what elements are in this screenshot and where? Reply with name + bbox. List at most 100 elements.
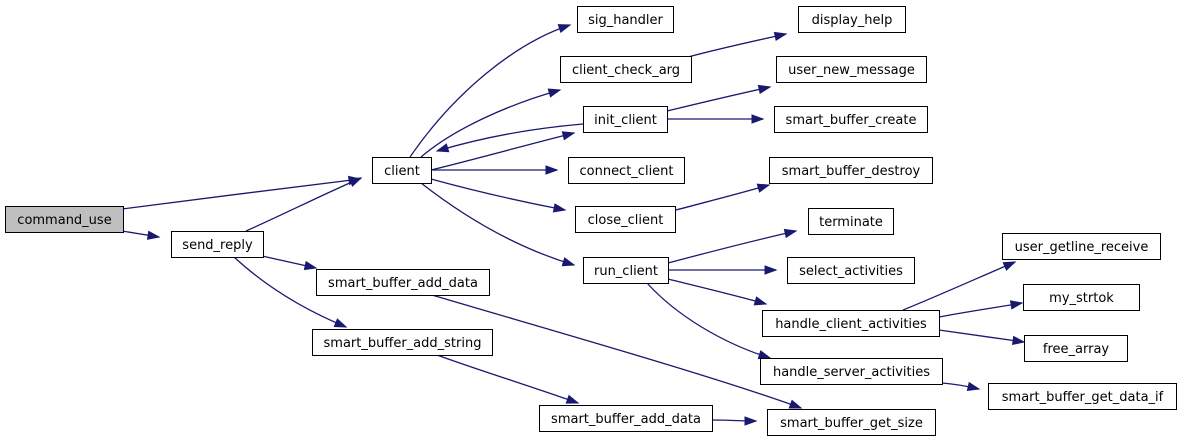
edge-arrowhead: [561, 131, 576, 141]
node-box[interactable]: [760, 358, 943, 385]
edge-line: [687, 33, 787, 58]
edge-close_client-to-smart_buffer_destroy: [675, 183, 771, 211]
edge-smart_buffer_add_data_2-to-smart_buffer_get_size: [711, 416, 758, 426]
node-smart-buffer-get-size[interactable]: smart_buffer_get_size: [767, 409, 936, 436]
node-box[interactable]: [5, 206, 124, 233]
node-box[interactable]: [577, 6, 674, 33]
node-box[interactable]: [312, 329, 493, 356]
node-terminate[interactable]: terminate: [808, 208, 894, 235]
edge-arrowhead: [773, 31, 788, 42]
edge-line: [430, 178, 566, 211]
node-label: display_help: [812, 13, 893, 28]
edge-arrowhead: [788, 399, 803, 409]
edge-line: [902, 261, 1016, 311]
node-my-strtok[interactable]: my_strtok: [1023, 284, 1140, 311]
node-label: client: [384, 164, 420, 179]
node-smart-buffer-add-string[interactable]: smart_buffer_add_string: [312, 329, 493, 356]
edge-client-to-run_client: [420, 182, 576, 267]
edge-smart_buffer_add_string-to-smart_buffer_add_data_2: [436, 354, 580, 404]
node-label: run_client: [594, 264, 658, 279]
node-box[interactable]: [808, 208, 894, 235]
node-box[interactable]: [372, 157, 432, 184]
node-smart-buffer-add-data-2[interactable]: smart_buffer_add_data: [539, 405, 713, 432]
edge-arrowhead: [966, 381, 981, 392]
node-box[interactable]: [1023, 284, 1140, 311]
node-box[interactable]: [560, 56, 692, 83]
node-box[interactable]: [1002, 233, 1161, 260]
node-smart-buffer-add-data-1[interactable]: smart_buffer_add_data: [316, 269, 490, 296]
edge-client-to-init_client: [430, 131, 576, 171]
edge-init_client-to-smart_buffer_create: [666, 114, 765, 124]
edge-line: [667, 230, 797, 264]
node-label: command_use: [17, 213, 111, 228]
edge-run_client-to-handle_client_activities: [667, 278, 768, 306]
node-box[interactable]: [767, 409, 936, 436]
edge-line: [409, 24, 571, 158]
node-box[interactable]: [762, 310, 940, 337]
edge-arrowhead: [1002, 261, 1017, 271]
edge-arrowhead: [757, 350, 772, 360]
node-box[interactable]: [583, 257, 669, 284]
node-box[interactable]: [769, 157, 933, 184]
node-init-client[interactable]: init_client: [583, 106, 668, 133]
node-user-new-message[interactable]: user_new_message: [776, 56, 927, 83]
node-smart-buffer-create[interactable]: smart_buffer_create: [774, 106, 928, 133]
node-box[interactable]: [787, 257, 915, 284]
edge-handle_client_activities-to-free_array: [938, 329, 1026, 346]
edge-arrowhead: [783, 228, 798, 239]
edge-line: [675, 184, 770, 211]
node-command-use[interactable]: command_use: [5, 206, 124, 233]
edge-command_use-to-send_reply: [121, 230, 161, 240]
edge-send_reply-to-smart_buffer_add_string: [233, 256, 348, 328]
node-box[interactable]: [575, 206, 676, 233]
node-box[interactable]: [798, 6, 906, 33]
node-handle-server-activities[interactable]: handle_server_activities: [760, 358, 943, 385]
edge-arrowhead: [303, 260, 318, 271]
node-display-help[interactable]: display_help: [798, 6, 906, 33]
edge-line: [938, 329, 1025, 343]
node-label: smart_buffer_get_data_if: [1002, 390, 1164, 405]
node-box[interactable]: [316, 269, 490, 296]
node-label: smart_buffer_add_data: [328, 276, 478, 291]
node-client[interactable]: client: [372, 157, 432, 184]
node-label: handle_server_activities: [773, 365, 930, 380]
node-label: smart_buffer_destroy: [782, 164, 921, 179]
node-smart-buffer-destroy[interactable]: smart_buffer_destroy: [769, 157, 933, 184]
node-run-client[interactable]: run_client: [583, 257, 669, 284]
node-box[interactable]: [1024, 335, 1128, 362]
node-smart-buffer-get-data-if[interactable]: smart_buffer_get_data_if: [988, 383, 1177, 410]
node-user-getline-receive[interactable]: user_getline_receive: [1002, 233, 1161, 260]
edge-client-to-close_client: [430, 178, 567, 213]
node-label: smart_buffer_get_size: [780, 416, 923, 431]
node-box[interactable]: [171, 231, 264, 258]
node-box[interactable]: [776, 56, 927, 83]
node-close-client[interactable]: close_client: [575, 206, 676, 233]
edge-command_use-to-client: [121, 175, 362, 210]
node-connect-client[interactable]: connect_client: [568, 157, 685, 184]
edge-line: [646, 282, 771, 359]
edge-run_client-to-select_activities: [668, 265, 778, 275]
node-sig-handler[interactable]: sig_handler: [577, 6, 674, 33]
edge-arrowhead: [561, 257, 576, 267]
node-label: free_array: [1043, 342, 1110, 357]
edge-client_check_arg-to-display_help: [687, 31, 788, 58]
node-box[interactable]: [539, 405, 713, 432]
node-label: my_strtok: [1049, 291, 1114, 306]
node-handle-client-activities[interactable]: handle_client_activities: [762, 310, 940, 337]
node-client-check-arg[interactable]: client_check_arg: [560, 56, 692, 83]
edge-line: [436, 123, 584, 152]
node-box[interactable]: [988, 383, 1177, 410]
node-label: init_client: [594, 113, 657, 128]
node-box[interactable]: [774, 106, 928, 133]
edge-send_reply-to-client: [245, 177, 363, 232]
node-label: send_reply: [182, 238, 253, 253]
node-box[interactable]: [568, 157, 685, 184]
node-label: user_getline_receive: [1015, 240, 1149, 255]
edge-line: [245, 177, 362, 232]
edge-client-to-client_check_arg: [420, 88, 562, 158]
node-send-reply[interactable]: send_reply: [171, 231, 264, 258]
node-free-array[interactable]: free_array: [1024, 335, 1128, 362]
node-select-activities[interactable]: select_activities: [787, 257, 915, 284]
node-box[interactable]: [583, 106, 668, 133]
